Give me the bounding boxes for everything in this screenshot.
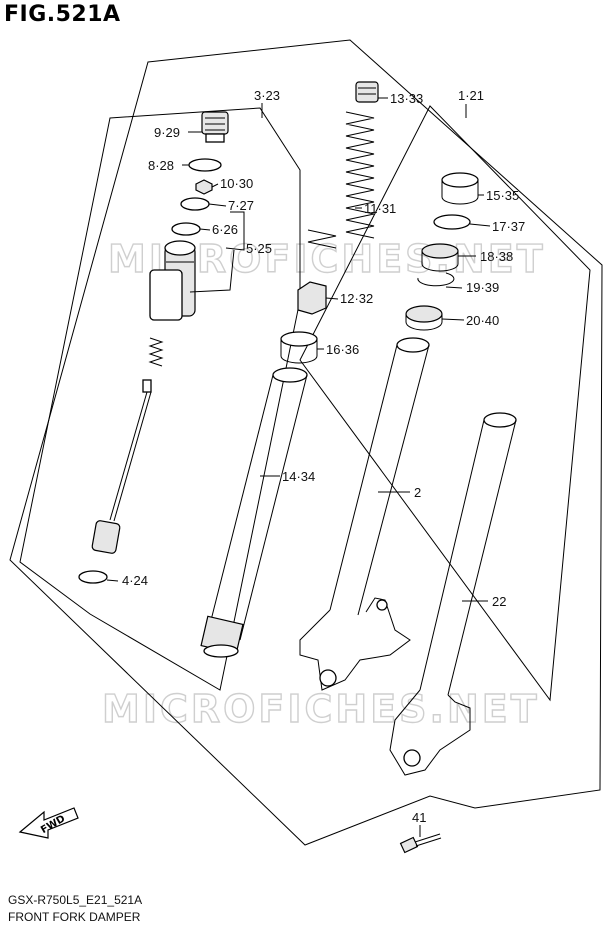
callout-10-30: 10·30 [220, 176, 253, 191]
watermark-bottom: MICROFICHES.NET [102, 687, 540, 731]
callout-7-27: 7·27 [228, 198, 254, 213]
callout-9-29: 9·29 [154, 125, 180, 140]
callout-22: 22 [492, 594, 506, 609]
outer-frame [9, 39, 603, 846]
callout-41: 41 [412, 810, 426, 825]
callout-19-39: 19·39 [466, 280, 499, 295]
figure-title: FIG.521A [4, 2, 121, 27]
callout-16-36: 16·36 [326, 342, 359, 357]
callout-11-31: 11·31 [364, 201, 396, 216]
outer-tube-left-part [299, 337, 430, 691]
damper-cartridge-part [149, 240, 196, 321]
leader-lines [106, 97, 491, 837]
adjuster-part [355, 81, 379, 103]
outer-tube-right-part [389, 412, 517, 776]
footer-name: FRONT FORK DAMPER [8, 910, 141, 924]
callout-14-34: 14·34 [282, 469, 315, 484]
callout-4-24: 4·24 [122, 573, 148, 588]
o-ring-part [188, 158, 222, 172]
callout-8-28: 8·28 [148, 158, 174, 173]
washer-seal-part [433, 214, 471, 230]
fwd-arrow-icon: FWD [18, 807, 79, 839]
callout-12-32: 12·32 [340, 291, 373, 306]
o-ring-small-part [171, 222, 201, 236]
callout-20-40: 20·40 [466, 313, 499, 328]
bolt-part [399, 833, 442, 854]
stopper-ring-part [417, 272, 455, 287]
oil-seal-part [421, 243, 459, 272]
callout-13-33: 13·33 [390, 91, 423, 106]
dust-seal-part [405, 305, 443, 331]
callout-3-23: 3·23 [254, 88, 280, 103]
callout-6-26: 6·26 [212, 222, 238, 237]
damper-rod-part [91, 379, 152, 554]
washer-part [180, 197, 210, 211]
damper-group-frame [19, 107, 301, 691]
footer-code: GSX-R750L5_E21_521A [8, 893, 143, 907]
cap-bolt-part [201, 111, 229, 143]
spring-small-part [148, 337, 164, 367]
nut-part [195, 179, 213, 195]
piston-ring-part [78, 570, 108, 584]
inner-tube-part [200, 367, 308, 658]
callout-1-21: 1·21 [458, 88, 484, 103]
bushing-top-part [441, 172, 479, 205]
callout-18-38: 18·38 [480, 249, 513, 264]
callout-17-37: 17·37 [492, 219, 525, 234]
callout-2: 2 [414, 485, 421, 500]
callout-15-35: 15·35 [486, 188, 519, 203]
spacer-part [297, 281, 327, 315]
fork-group-frame [299, 105, 591, 702]
main-spring-part [307, 111, 375, 249]
collar-part [280, 331, 318, 364]
callout-5-25: 5·25 [246, 241, 272, 256]
